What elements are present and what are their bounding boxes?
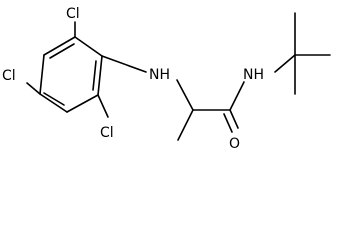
atom-o-carbonyl: O [229, 136, 240, 152]
atom-nh-amide: NH [243, 67, 264, 83]
molecule-structure: Cl Cl Cl NH NH O [2, 6, 331, 152]
ring-double-bond [49, 43, 75, 59]
ring-double-bond [43, 92, 65, 106]
atom-nh-amine: NH [149, 67, 170, 83]
ring-double-bond [92, 60, 97, 91]
ring-bond [97, 55, 103, 96]
bond-carbonyl-nh [229, 81, 245, 111]
ring-bond [74, 36, 103, 57]
atom-cl-bottom: Cl [100, 125, 114, 141]
bond-carbonyl-o [229, 109, 239, 129]
bond-ring-nh [101, 55, 147, 73]
bond-cl-left [26, 82, 41, 95]
bond-carbonyl-o-double [223, 113, 233, 133]
atom-cl-left: Cl [2, 68, 16, 84]
bond-nh-tbutyl [274, 54, 296, 73]
bond-ch-methyl [177, 109, 194, 141]
bond-cl-bottom [97, 94, 109, 118]
ring-bond [43, 36, 76, 56]
ring-bond [39, 93, 68, 113]
structure-canvas: Cl Cl Cl NH NH O [2, 6, 331, 152]
ring-bond [66, 94, 99, 113]
atom-cl-top: Cl [66, 6, 80, 22]
benzene-ring [39, 36, 103, 113]
bond-nh-ch [176, 79, 194, 111]
ring-bond [39, 54, 45, 95]
